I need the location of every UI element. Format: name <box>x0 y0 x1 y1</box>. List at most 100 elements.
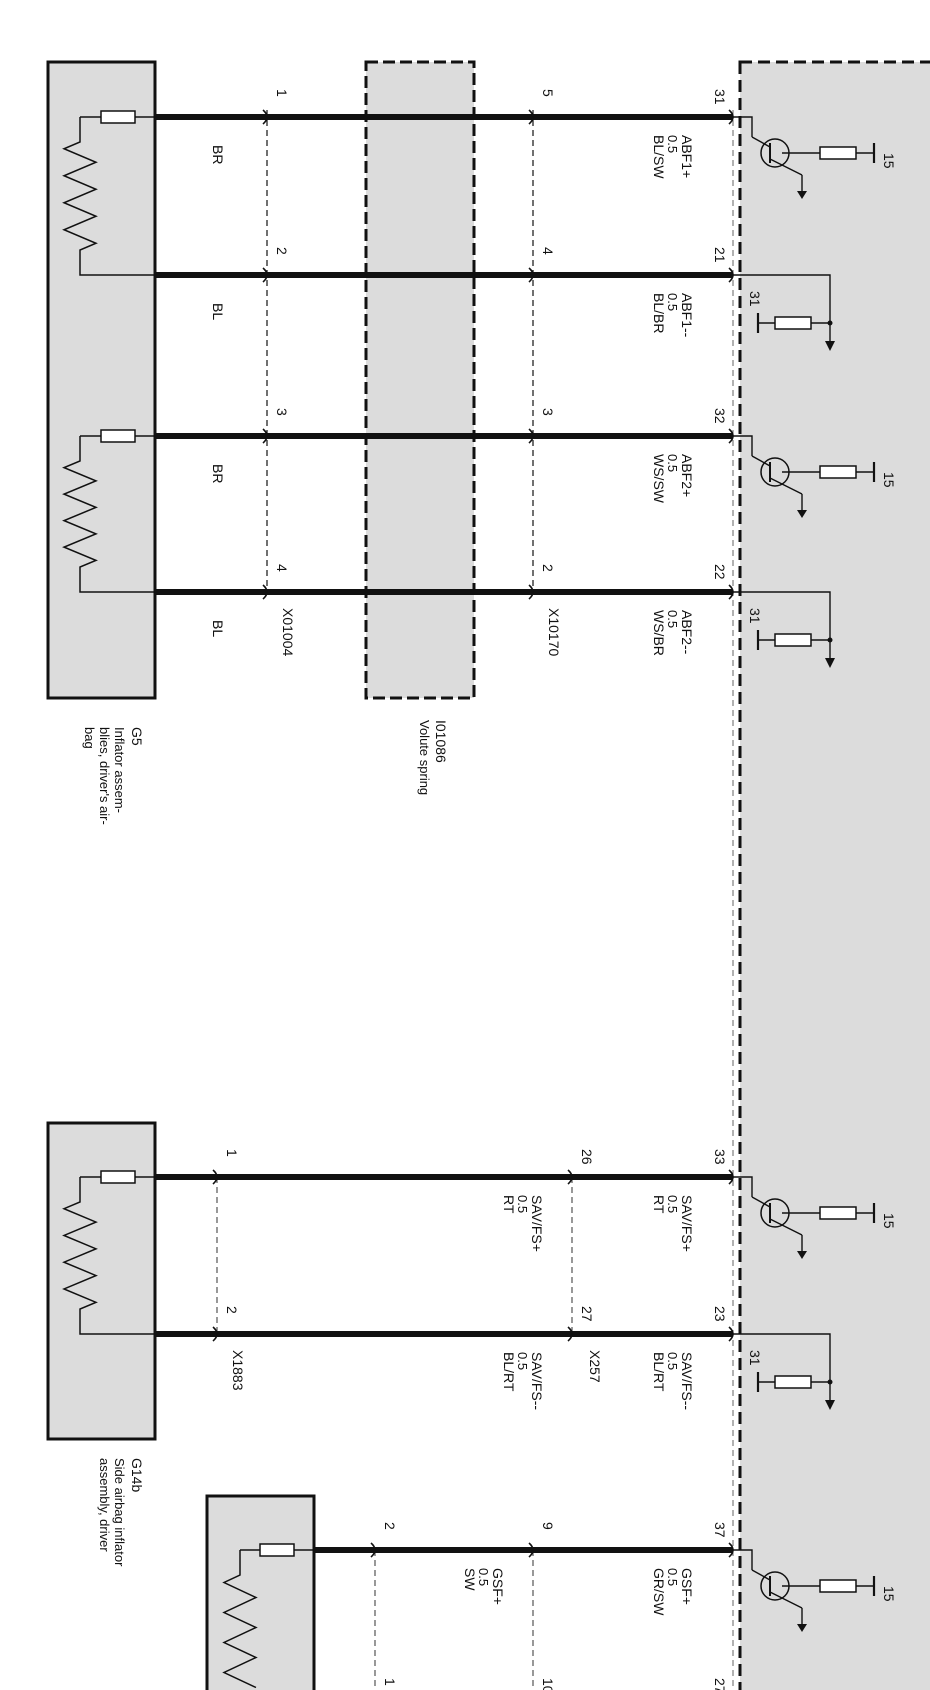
g5-code: G5 <box>129 727 145 746</box>
wire-color-left: SW <box>462 1568 478 1591</box>
wire-size-left: 0.5 <box>515 1352 530 1370</box>
supply-15-label: 15 <box>881 1213 897 1229</box>
supply-15-label: 15 <box>881 472 897 488</box>
left-pin-number: 2 <box>274 247 290 255</box>
volute-spring-box <box>364 60 476 700</box>
wire-color: RT <box>651 1195 667 1214</box>
connector-pin-mark <box>370 1542 376 1558</box>
connector-pin-mark <box>262 109 268 125</box>
control-unit-box <box>738 60 930 1690</box>
wire-color: GR/SW <box>651 1568 667 1616</box>
control-pin-number: 31 <box>712 89 728 105</box>
wire-color: BL/SW <box>651 135 667 179</box>
transistor-driver-icon: 15 <box>733 1176 897 1259</box>
wire-size-left: 0.5 <box>515 1195 530 1213</box>
wire-size: 0.5 <box>665 135 680 153</box>
wire-size: 0.5 <box>665 1568 680 1586</box>
connector-pin-mark <box>528 1542 534 1558</box>
supply-15-label: 15 <box>881 1586 897 1602</box>
transistor-driver-icon: 15 <box>733 435 897 518</box>
g5-name-line-2: blies, driver's air- <box>97 727 112 825</box>
connector-pin-mark <box>528 428 534 444</box>
wire-signal: ABF2+ <box>679 454 695 497</box>
resistor-icon <box>222 1543 314 1689</box>
wire-size-left: 0.5 <box>476 1568 491 1586</box>
mid-pin-number: 3 <box>540 408 556 416</box>
wire-signal-left: SAV/FS+ <box>529 1195 545 1252</box>
connector-pin-mark <box>528 584 534 600</box>
mid-pin-number: 5 <box>540 89 556 97</box>
resistor-icon <box>62 429 155 593</box>
wire-signal-left: GSF+ <box>490 1568 506 1605</box>
connector-x1883-label: X1883 <box>230 1350 246 1391</box>
transistor-driver-icon: 15 <box>733 1549 897 1632</box>
control-pin-number: 22 <box>712 564 728 580</box>
wire-color-left: RT <box>501 1195 517 1214</box>
connector-pin-mark <box>262 267 268 283</box>
left-pin-number: 3 <box>274 408 290 416</box>
left-pin-number: 2 <box>382 1522 398 1530</box>
ground-driver-icon: 31 <box>733 1333 835 1410</box>
g14b-name-line-2: assembly, driver <box>97 1458 112 1552</box>
left-pin-number: 4 <box>274 564 290 572</box>
control-pin-number: 32 <box>712 408 728 424</box>
ground-31-label: 31 <box>747 608 763 624</box>
ground-31-label: 31 <box>747 291 763 307</box>
connector-pin-mark <box>528 267 534 283</box>
wire-size: 0.5 <box>665 610 680 628</box>
wire-color-left: BL/RT <box>501 1352 517 1392</box>
ground-31-label: 31 <box>747 1350 763 1366</box>
wire-w8: 1 10 27 <box>382 1678 728 1690</box>
mid-pin-number: 9 <box>540 1522 556 1530</box>
connector-pin-mark <box>567 1169 573 1185</box>
left-pin-number: 2 <box>224 1306 240 1314</box>
control-pin-number: 21 <box>712 247 728 263</box>
g5-name-line-1: Inflator assem- <box>112 727 127 813</box>
resistor-icon <box>62 110 155 276</box>
g5-component-box <box>46 60 157 700</box>
control-pin-number: 33 <box>712 1149 728 1165</box>
bottom-component-box <box>205 1494 316 1690</box>
wire-signal-left: SAV/FS-- <box>529 1352 545 1410</box>
left-pin-number: 1 <box>224 1149 240 1157</box>
wire-size: 0.5 <box>665 1352 680 1370</box>
connector-x01004-label: X01004 <box>280 608 296 656</box>
left-wire-color: BR <box>210 145 226 164</box>
connector-pin-mark <box>262 584 268 600</box>
wire-size: 0.5 <box>665 1195 680 1213</box>
mid-pin-number: 26 <box>579 1149 595 1165</box>
wire-size: 0.5 <box>665 454 680 472</box>
left-pin-number: 1 <box>274 89 290 97</box>
mid-pin-number: 4 <box>540 247 556 255</box>
control-pin-number: 27 <box>712 1678 728 1690</box>
mid-pin-number: 10 <box>540 1678 556 1690</box>
control-pin-number: 37 <box>712 1522 728 1538</box>
transistor-driver-icon: 15 <box>733 116 897 199</box>
g5-name-line-3: bag <box>82 727 97 749</box>
i01086-code: I01086 <box>433 720 449 763</box>
g14b-code: G14b <box>129 1458 145 1492</box>
mid-pin-number: 2 <box>540 564 556 572</box>
wire-signal: ABF1+ <box>679 135 695 178</box>
wire-size: 0.5 <box>665 293 680 311</box>
wire-signal: SAV/FS+ <box>679 1195 695 1252</box>
left-pin-number: 1 <box>382 1678 398 1686</box>
wire-color: WS/BR <box>651 610 667 656</box>
connector-x10170-label: X10170 <box>546 608 562 656</box>
wire-color: WS/SW <box>651 454 667 504</box>
wire-signal: ABF2-- <box>679 610 695 655</box>
connector-pin-mark <box>528 109 534 125</box>
wire-signal: ABF1-- <box>679 293 695 338</box>
wire-signal: GSF+ <box>679 1568 695 1605</box>
wire-signal: SAV/FS-- <box>679 1352 695 1410</box>
connector-pin-mark <box>212 1169 218 1185</box>
left-wire-color: BR <box>210 464 226 483</box>
left-wire-color: BL <box>210 303 226 320</box>
